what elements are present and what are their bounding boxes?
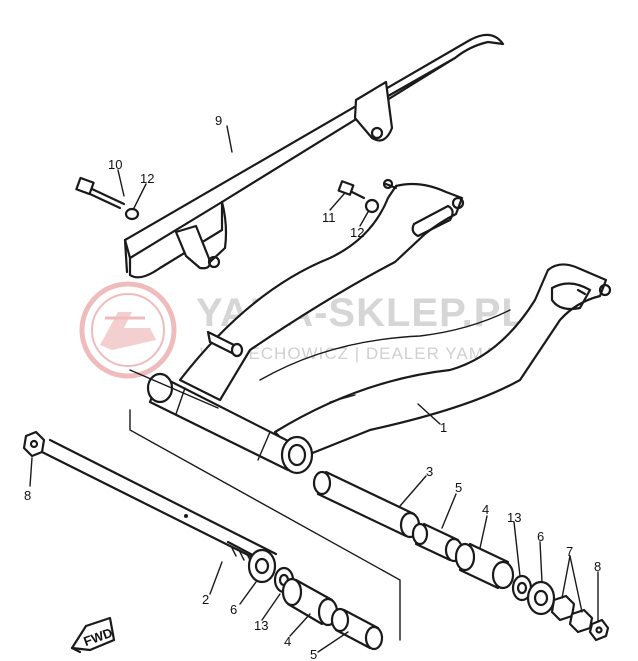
washer-part-12-upper — [124, 207, 140, 221]
callout-10: 10 — [108, 157, 122, 172]
callout-6-right: 6 — [537, 529, 544, 544]
chain-case-part-9 — [123, 33, 505, 279]
alignment-lines — [129, 369, 401, 641]
callout-6-left: 6 — [230, 602, 237, 617]
callout-4-left: 4 — [284, 634, 291, 649]
callout-13-right: 13 — [507, 510, 521, 525]
callout-1: 1 — [440, 420, 447, 435]
callout-12-middle: 12 — [350, 225, 364, 240]
callout-3: 3 — [426, 464, 433, 479]
callout-12-upper: 12 — [140, 171, 154, 186]
callout-8-right: 8 — [594, 559, 601, 574]
callout-5-left: 5 — [310, 647, 317, 661]
pivot-shaft-part-2 — [40, 438, 278, 569]
collar-part-6-right — [526, 580, 556, 616]
nut-part-8-left — [22, 430, 46, 458]
callout-5-right: 5 — [455, 480, 462, 495]
bushing-part-4-left — [281, 577, 339, 627]
watermark-subtitle: W. MIECHOWICZ | DEALER YAMAHA — [200, 344, 522, 363]
callout-9: 9 — [215, 113, 222, 128]
bushing-part-5-right — [411, 522, 464, 563]
bushing-part-5-left — [330, 607, 384, 651]
seal-part-7-lower — [568, 608, 594, 634]
bolt-part-10 — [75, 176, 126, 210]
leader-lines — [29, 125, 599, 653]
callout-labels: 9 10 12 11 12 1 3 5 4 13 6 7 8 8 2 6 13 … — [24, 113, 601, 661]
callout-4-right: 4 — [482, 502, 489, 517]
callout-8-left: 8 — [24, 488, 31, 503]
swingarm-part-1 — [146, 178, 612, 475]
forward-arrow-icon: FWD — [70, 616, 116, 654]
bushing-part-4-right — [454, 542, 515, 590]
callout-11: 11 — [322, 210, 336, 225]
washer-part-12-middle — [364, 198, 380, 214]
callout-2: 2 — [202, 592, 209, 607]
callout-13-left: 13 — [254, 618, 268, 633]
collar-part-3 — [312, 470, 421, 539]
collar-part-6-left — [247, 548, 277, 584]
nut-part-8-right — [588, 618, 610, 642]
callout-7: 7 — [566, 544, 573, 559]
watermark-logo-icon — [79, 281, 177, 379]
bolt-part-11 — [337, 180, 366, 200]
